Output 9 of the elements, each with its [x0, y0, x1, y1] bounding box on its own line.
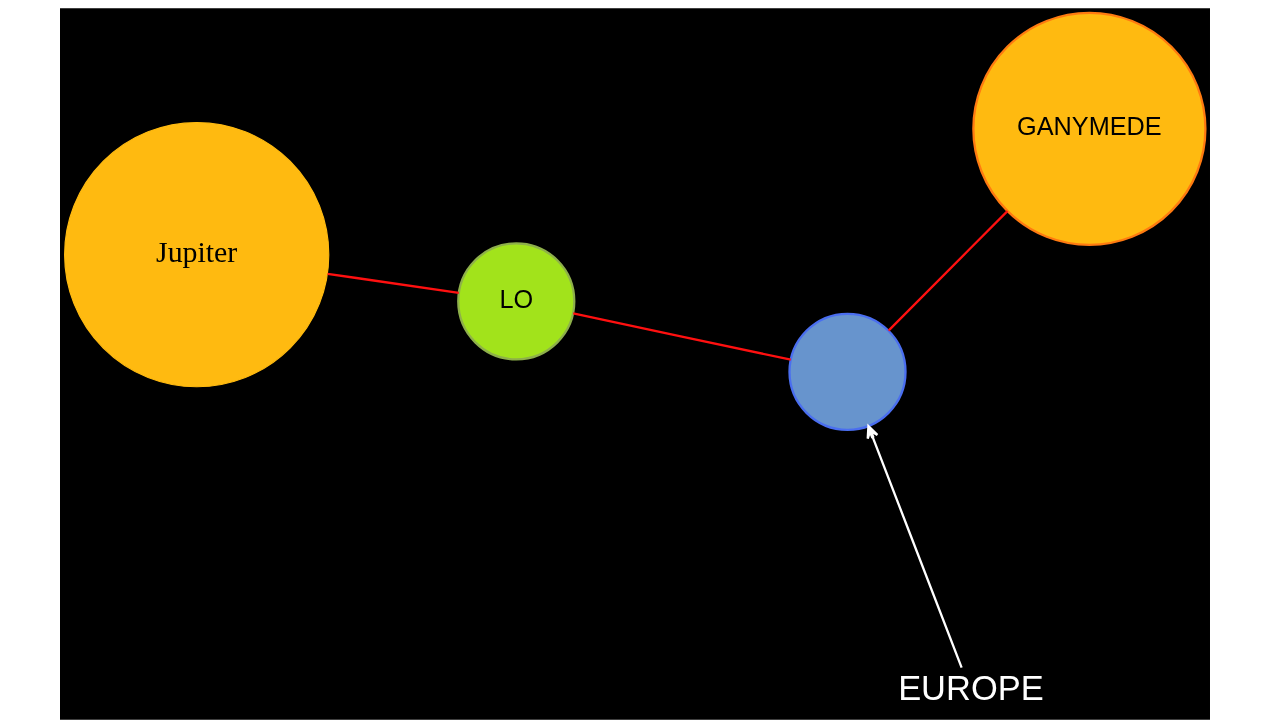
connector: [327, 272, 459, 295]
node-circle: GANYMEDE: [972, 11, 1207, 246]
node-text: EUROPE: [898, 669, 1044, 708]
connector: [573, 312, 791, 361]
node-circle: LO: [457, 242, 576, 361]
node-circle: [788, 312, 907, 431]
connector: [887, 210, 1009, 332]
node-circle: Jupiter: [64, 122, 330, 388]
arrow: [866, 424, 963, 668]
